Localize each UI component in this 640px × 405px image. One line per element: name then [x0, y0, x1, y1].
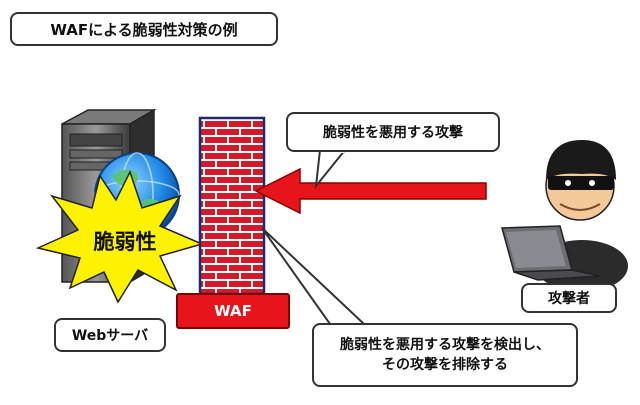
server-label: Webサーバ [54, 318, 166, 352]
callout-waf-action: 脆弱性を悪用する攻撃を検出し、 その攻撃を排除する [312, 323, 578, 387]
firewall-wall-icon [198, 116, 266, 296]
callout-attack: 脆弱性を悪用する攻撃 [286, 112, 500, 152]
waf-label: WAF [176, 293, 290, 329]
diagram-title: WAFによる脆弱性対策の例 [10, 12, 278, 46]
vulnerability-label: 脆弱性 [93, 230, 157, 254]
laptop-icon [501, 225, 601, 281]
callout-top-tail [314, 149, 348, 190]
vulnerability-burst [35, 170, 205, 304]
attacker-label: 攻撃者 [521, 283, 617, 313]
attack-arrow [254, 167, 487, 215]
